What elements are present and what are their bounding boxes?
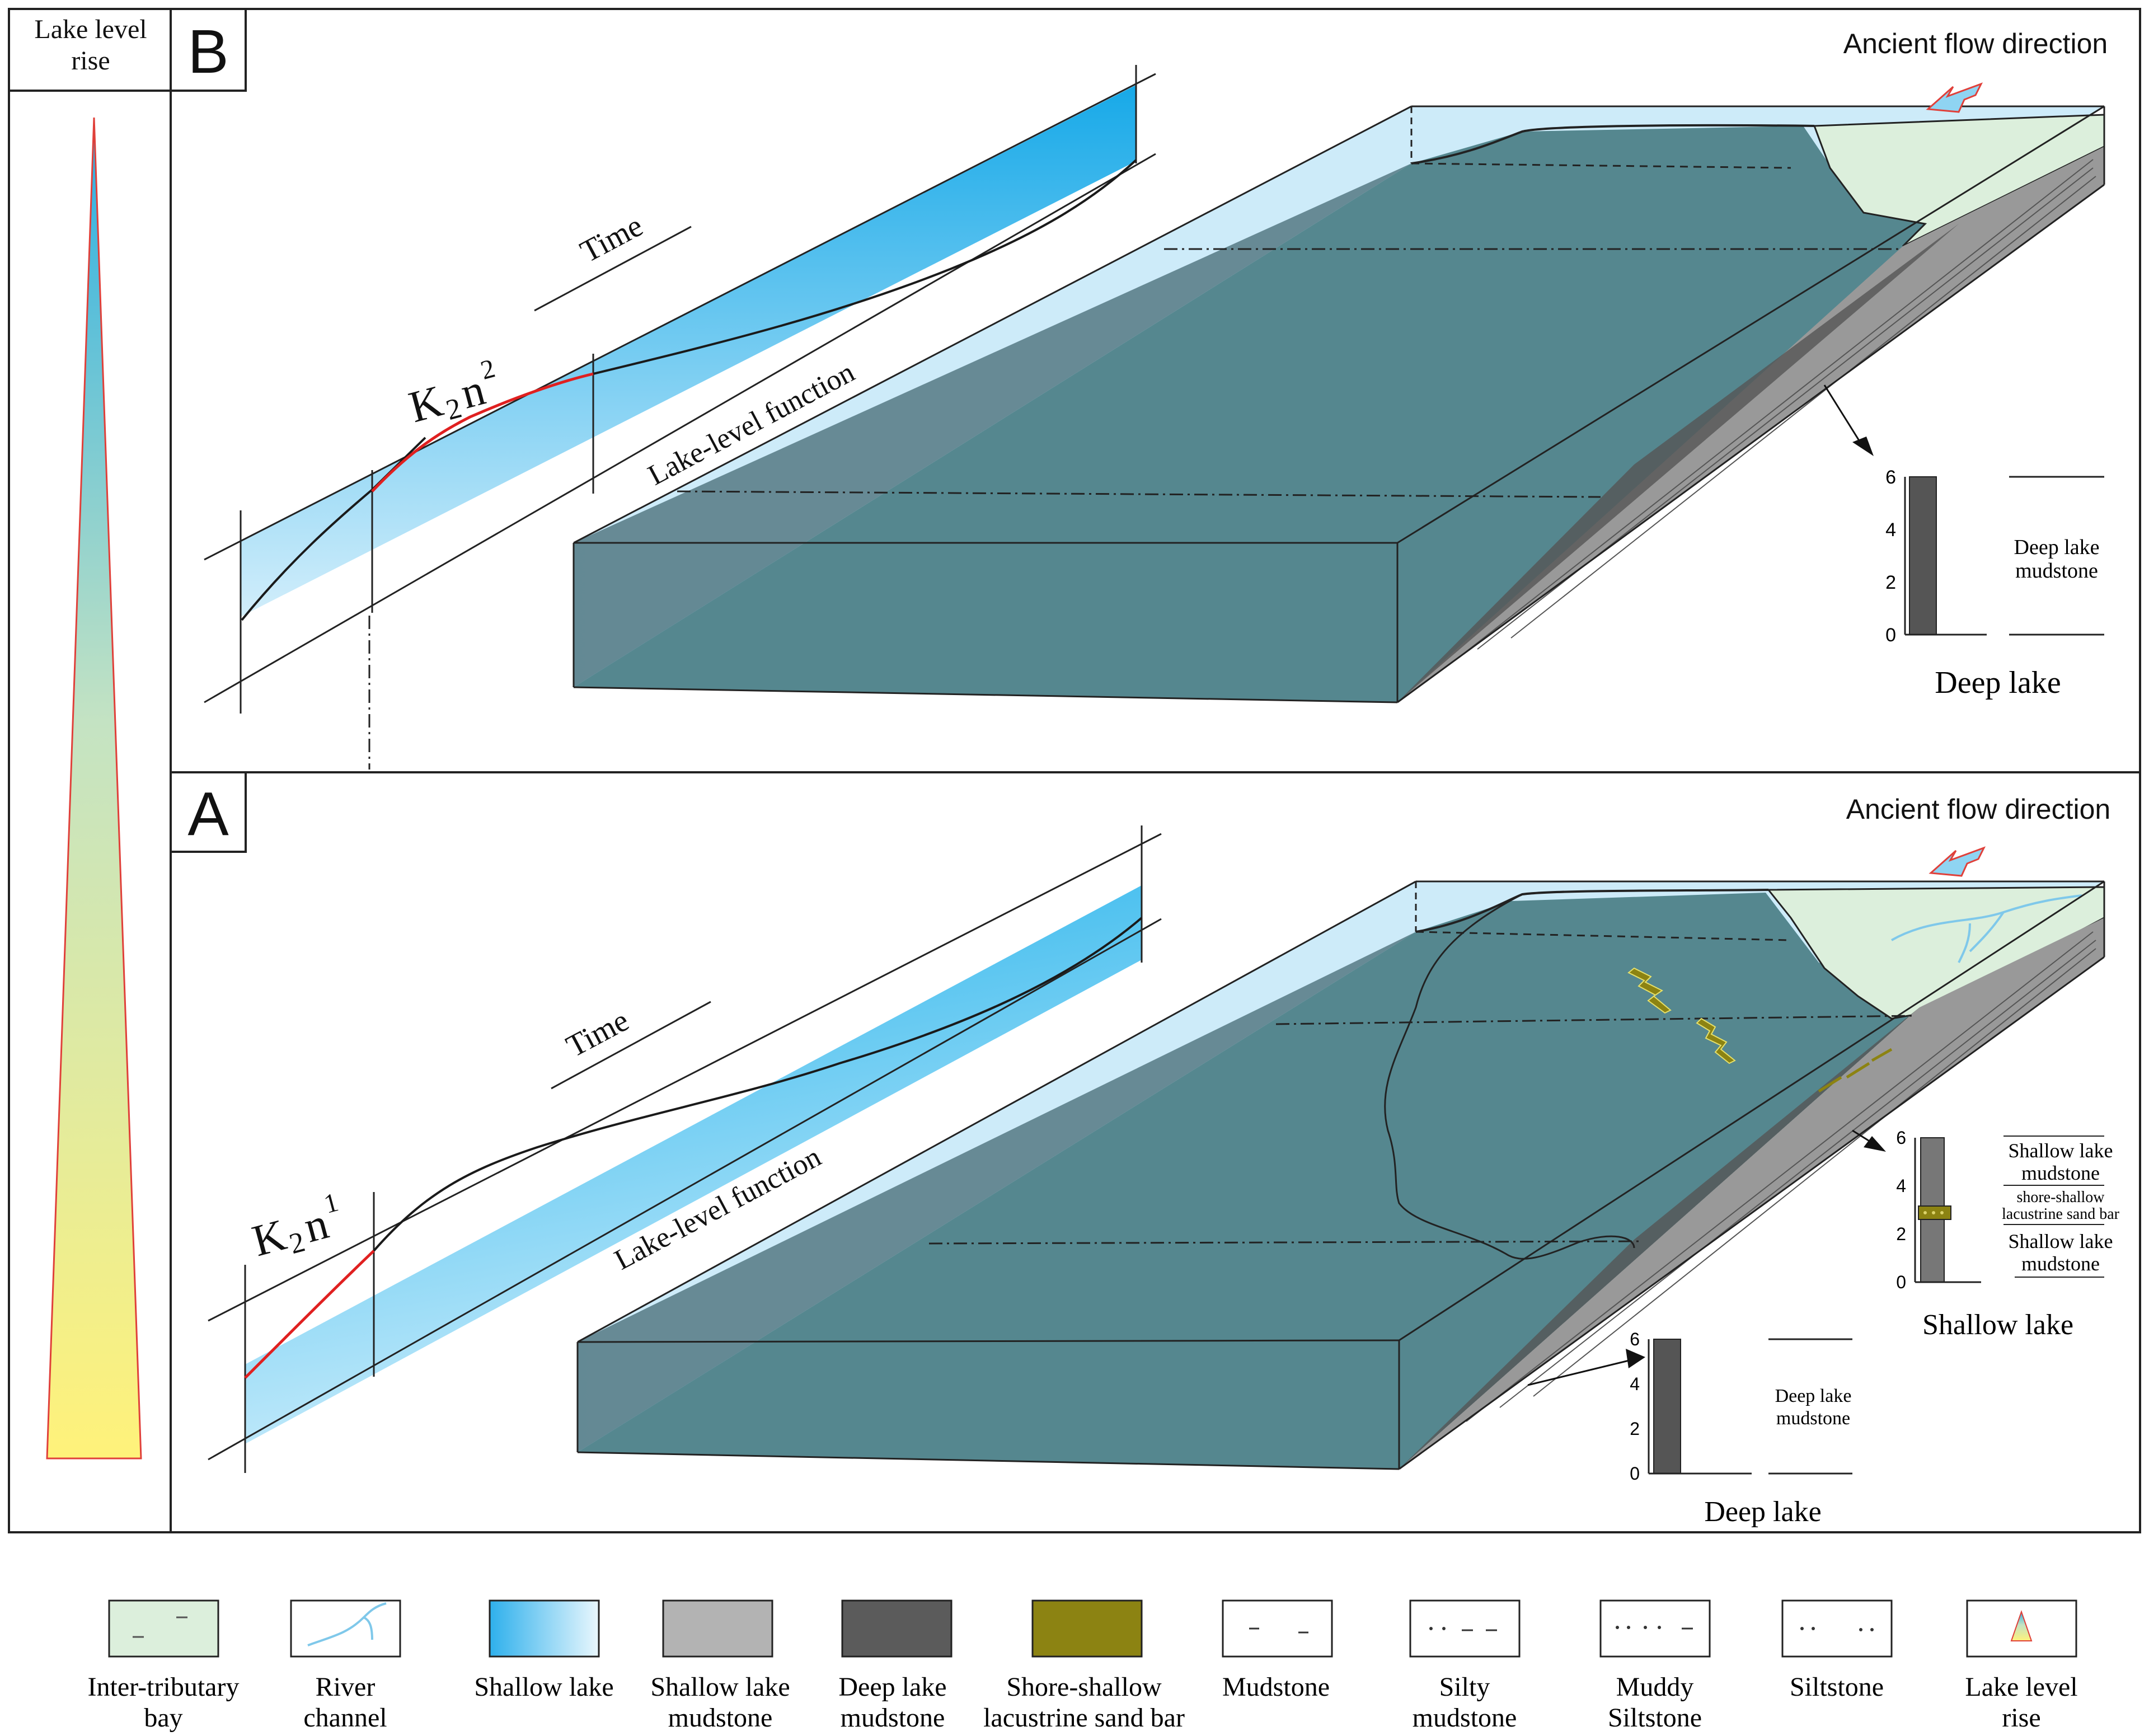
legend-item-silty-mudstone: Silty mudstone xyxy=(1409,1599,1521,1733)
panel-a-letter: A xyxy=(187,780,229,848)
legend-label-line1: Mudstone xyxy=(1222,1672,1330,1702)
legend-label-line1: Shallow lake xyxy=(474,1672,613,1702)
shallow-column-tick-4: 4 xyxy=(1896,1176,1906,1196)
time-label-a: Time xyxy=(561,1003,635,1064)
block-diagram-a xyxy=(576,880,2105,1470)
shallow-top-line2: mudstone xyxy=(2021,1162,2100,1184)
panel-a: A Time Lake-level function K2n1 xyxy=(170,771,2120,1528)
figure-frame xyxy=(8,8,2141,1533)
legend-item-deep-lake-mudstone: Deep lake mudstone xyxy=(838,1599,952,1733)
shallow-column-tick-6: 6 xyxy=(1896,1128,1906,1148)
deep-column-a-tick-4: 4 xyxy=(1630,1374,1640,1394)
deep-column-a-tick-0: 0 xyxy=(1630,1463,1640,1484)
legend-label-line1: River xyxy=(316,1672,376,1702)
legend: Inter-tributary bay River channel Shallo… xyxy=(88,1599,2078,1733)
legend-label-line1: Deep lake xyxy=(838,1672,946,1702)
legend-label-line1: Shallow lake xyxy=(650,1672,790,1702)
sand-bar-lenses xyxy=(1818,1048,1893,1093)
legend-item-siltstone: Siltstone xyxy=(1781,1599,1893,1702)
column-b: 0 2 4 6 Deep lake mudstone Deep lake xyxy=(1885,467,2104,700)
legend-label-line1: Shore-shallow xyxy=(1006,1672,1162,1702)
deep-column-a-caption: Deep lake xyxy=(1704,1496,1821,1528)
legend-label-line2: Siltstone xyxy=(1608,1703,1702,1733)
column-b-caption: Deep lake xyxy=(1935,665,2061,700)
legend-label-line2: mudstone xyxy=(668,1703,773,1733)
block-diagram-b xyxy=(368,105,2105,770)
legend-label-line1: Silty xyxy=(1439,1672,1490,1702)
legend-label-line1: Muddy xyxy=(1616,1672,1694,1702)
shallow-bottom-line1: Shallow lake xyxy=(2009,1230,2113,1252)
legend-label-line2: mudstone xyxy=(1413,1703,1517,1733)
legend-item-river-channel: River channel xyxy=(290,1599,401,1733)
legend-item-lake-level-rise: Lake level rise xyxy=(1965,1599,2078,1733)
column-b-tick-2: 2 xyxy=(1885,572,1896,593)
column-b-label-line2: mudstone xyxy=(2015,559,2098,583)
legend-label-line2: bay xyxy=(144,1703,182,1733)
pointer-arrow-b xyxy=(1823,384,1874,456)
legend-item-mudstone: Mudstone xyxy=(1222,1599,1333,1702)
legend-label-line1: Inter-tributary xyxy=(88,1672,240,1702)
shallow-column-tick-2: 2 xyxy=(1896,1224,1906,1244)
flow-arrow-b xyxy=(1926,82,1983,113)
panel-b-letter: B xyxy=(187,17,228,86)
flow-arrow-a xyxy=(1929,846,1986,877)
legend-label-line2: channel xyxy=(303,1703,387,1733)
shallow-column-caption: Shallow lake xyxy=(1922,1309,2073,1341)
pointer-arrow-deep xyxy=(1527,1349,1645,1386)
legend-label-line1: Lake level xyxy=(1965,1672,2077,1702)
lake-level-title-line2: rise xyxy=(71,46,110,76)
column-b-label-line1: Deep lake xyxy=(2014,536,2100,559)
legend-label-line2: lacustrine sand bar xyxy=(983,1703,1185,1733)
shallow-mid-line1: shore-shallow xyxy=(2016,1189,2105,1206)
lake-level-triangle xyxy=(46,117,142,1460)
river-channels-a xyxy=(1891,894,2082,963)
column-b-tick-6: 6 xyxy=(1885,467,1896,488)
deep-column-a-tick-2: 2 xyxy=(1630,1419,1640,1439)
column-b-tick-4: 4 xyxy=(1885,519,1896,541)
legend-label-line1: Siltstone xyxy=(1790,1672,1884,1702)
deep-column-a-tick-6: 6 xyxy=(1630,1329,1640,1349)
legend-item-shallow-lake: Shallow lake xyxy=(474,1599,614,1702)
mini-triangle-icon xyxy=(2010,1610,2033,1641)
shallow-mid-line2: lacustrine sand bar xyxy=(2002,1205,2120,1223)
shallow-lake-column: 0 2 4 6 Shallow lake mudstone shore-shal… xyxy=(1896,1128,2119,1341)
legend-item-sand-bar: Shore-shallow lacustrine sand bar xyxy=(983,1599,1185,1733)
deep-column-a-label-line2: mudstone xyxy=(1776,1408,1850,1429)
legend-item-shallow-lake-mudstone: Shallow lake mudstone xyxy=(650,1599,790,1733)
shallow-column-tick-0: 0 xyxy=(1896,1272,1906,1292)
deep-column-a-label-line1: Deep lake xyxy=(1775,1386,1852,1406)
flow-label-b: Ancient flow direction xyxy=(1843,28,2108,59)
lake-level-title-line1: Lake level xyxy=(34,15,147,44)
sand-bar-2 xyxy=(1696,1017,1736,1064)
column-b-tick-0: 0 xyxy=(1885,625,1896,646)
shallow-bottom-line2: mudstone xyxy=(2021,1252,2100,1275)
deep-lake-column-a: 0 2 4 6 Deep lake mudstone Deep lake xyxy=(1630,1329,1852,1528)
sand-bar-1 xyxy=(1627,967,1672,1014)
legend-item-inter-tributary-bay: Inter-tributary bay xyxy=(88,1599,240,1733)
lake-level-panel: Lake level rise xyxy=(34,15,147,1460)
panel-b: B Time Lake-level function K2n2 xyxy=(170,8,2108,770)
flow-label-a: Ancient flow direction xyxy=(1846,794,2110,825)
legend-label-line2: mudstone xyxy=(841,1703,945,1733)
legend-label-line2: rise xyxy=(2002,1703,2040,1733)
pointer-arrow-shallow xyxy=(1852,1129,1886,1152)
time-label-b: Time xyxy=(575,208,649,269)
legend-item-muddy-siltstone: Muddy Siltstone xyxy=(1599,1599,1711,1733)
shallow-top-line1: Shallow lake xyxy=(2009,1139,2113,1162)
